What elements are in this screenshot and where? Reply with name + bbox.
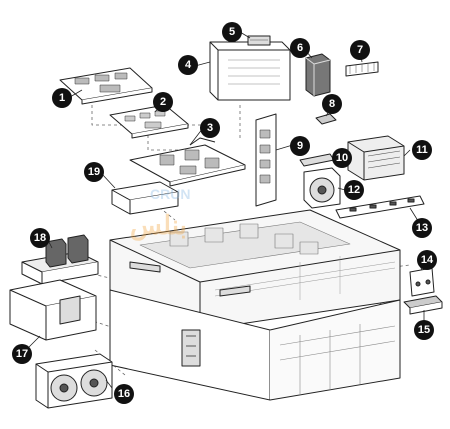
callout-3: 3 xyxy=(200,118,220,138)
callout-8: 8 xyxy=(322,94,342,114)
callout-9: 9 xyxy=(290,136,310,156)
callout-5: 5 xyxy=(222,22,242,42)
part-12-fan xyxy=(303,167,341,209)
part-3-main-board xyxy=(129,137,246,187)
part-19-media-drive xyxy=(111,181,179,215)
part-18-processor-assembly xyxy=(21,234,99,285)
part-11-power-supply xyxy=(347,135,405,181)
callout-11: 11 xyxy=(412,140,432,160)
chassis xyxy=(109,209,401,401)
part-1-system-board xyxy=(59,67,153,105)
part-6-heatsink xyxy=(305,53,331,97)
part-4-pci-riser xyxy=(209,41,291,101)
part-2-memory-board xyxy=(109,104,189,139)
part-16-dual-fan xyxy=(35,353,113,409)
watermark-arabic: بنلس xyxy=(130,210,187,240)
part-14-bracket xyxy=(409,267,435,297)
callout-12: 12 xyxy=(344,180,364,200)
callout-4: 4 xyxy=(178,55,198,75)
callout-16: 16 xyxy=(114,384,134,404)
callout-18: 18 xyxy=(30,228,50,248)
callout-6: 6 xyxy=(290,38,310,58)
callout-19: 19 xyxy=(84,162,104,182)
part-10-module xyxy=(299,153,335,167)
part-15-drive-carrier xyxy=(403,295,443,315)
part-7-dimm xyxy=(345,61,379,77)
callout-2: 2 xyxy=(153,92,173,112)
part-17-cage xyxy=(9,279,97,341)
callout-15: 15 xyxy=(414,320,434,340)
callout-14: 14 xyxy=(417,250,437,270)
part-9-backplane xyxy=(255,113,277,207)
part-13-bracket xyxy=(335,195,425,219)
watermark-latin: CRUN xyxy=(150,186,191,202)
callout-10: 10 xyxy=(332,148,352,168)
part-8-processor xyxy=(315,113,337,125)
callout-17: 17 xyxy=(12,344,32,364)
part-5-module xyxy=(247,35,271,46)
callout-1: 1 xyxy=(52,88,72,108)
callout-7: 7 xyxy=(350,40,370,60)
callout-13: 13 xyxy=(412,218,432,238)
